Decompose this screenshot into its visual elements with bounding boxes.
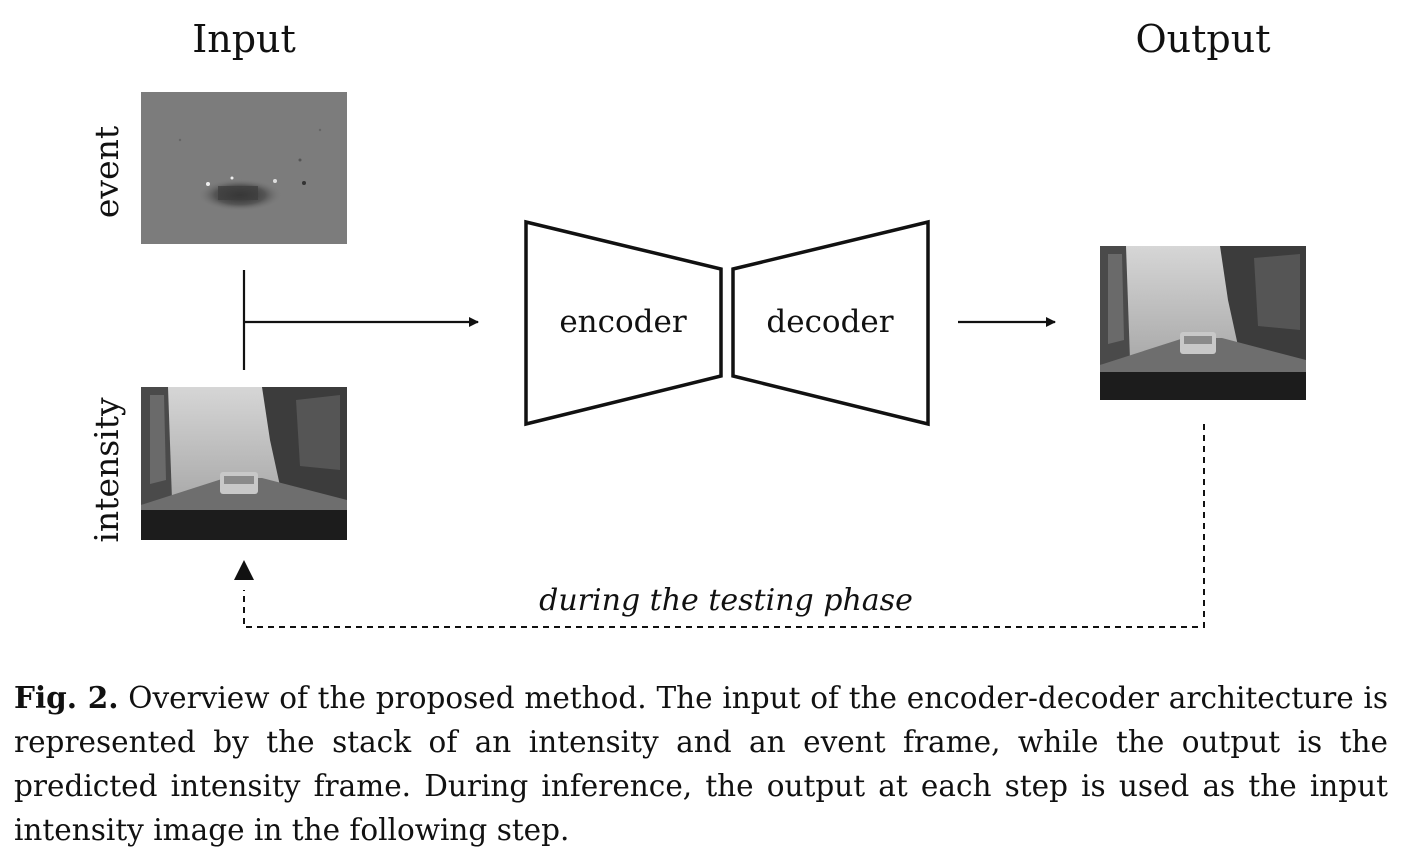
feedback-label: during the testing phase — [539, 583, 913, 618]
output-frame-image — [1100, 246, 1306, 400]
feedback-dashed-path — [243, 424, 1205, 628]
input-header: Input — [192, 17, 296, 61]
encoder-block — [524, 219, 723, 427]
output-header: Output — [1136, 17, 1271, 61]
intensity-label: intensity — [87, 397, 126, 543]
caption-text: Overview of the proposed method. The inp… — [14, 681, 1388, 847]
figure-number: Fig. 2. — [14, 680, 119, 715]
method-overview-diagram: Input Output event intensity encoder dec… — [87, 17, 1306, 628]
encoder-label: encoder — [559, 304, 687, 340]
figure-caption: Fig. 2. Overview of the proposed method.… — [14, 676, 1388, 852]
decoder-block — [731, 219, 930, 427]
intensity-frame-image — [141, 387, 347, 540]
feedback-arrowhead — [234, 560, 254, 580]
decoder-label: decoder — [766, 304, 893, 340]
event-label: event — [87, 126, 126, 218]
event-frame-image — [141, 92, 347, 244]
